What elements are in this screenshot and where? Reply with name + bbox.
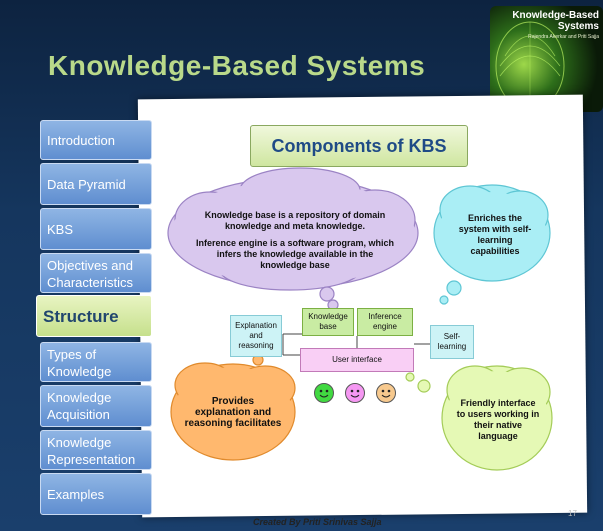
thumbnail-subtitle: Rajendra Akerkar and Priti Sajja <box>528 34 599 40</box>
nav-tab-label: Objectives and Characteristics <box>47 258 133 290</box>
connector-lines <box>282 333 430 356</box>
green-smiley-icon <box>314 383 334 403</box>
nav-tab-label: KBS <box>47 221 74 237</box>
nav-tab-objectives[interactable]: Objectives and Characteristics <box>40 253 152 293</box>
nav-tab-label: Examples <box>47 486 105 502</box>
nav-tab-data-pyramid[interactable]: Data Pyramid <box>40 163 152 205</box>
knowledge-base-label: Knowledge base <box>308 312 348 331</box>
user-interface-label: User interface <box>332 355 382 364</box>
self-learning-cloud: Enriches the system with self-learning c… <box>455 205 535 265</box>
orange-smiley-icon <box>376 383 396 403</box>
interface-description: Friendly interface to users working in t… <box>456 398 540 441</box>
nav-tab-label: Structure <box>43 306 119 326</box>
explanation-box: Explanation and reasoning <box>230 315 282 357</box>
nav-tab-examples[interactable]: Examples <box>40 473 152 515</box>
inference-engine-label: Inference engine <box>368 312 402 331</box>
knowledge-base-description: Knowledge base is a repository of domain… <box>204 209 386 231</box>
user-interface-box: User interface <box>300 348 414 372</box>
nav-tab-structure[interactable]: Structure <box>36 295 152 337</box>
components-title: Components of KBS <box>250 125 468 167</box>
footer-credit: Created By Priti Srinivas Sajja <box>253 517 382 527</box>
pink-smiley-icon <box>345 383 365 403</box>
nav-tab-label: Introduction <box>47 132 115 148</box>
nav-tab-kbs[interactable]: KBS <box>40 208 152 250</box>
nav-tab-knowledge-representation[interactable]: Knowledge Representation <box>40 430 152 470</box>
nav-tab-introduction[interactable]: Introduction <box>40 120 152 160</box>
inference-engine-box: Inference engine <box>357 308 413 336</box>
nav-tab-label: Knowledge Representation <box>47 435 136 467</box>
nav-tab-knowledge-acquisition[interactable]: Knowledge Acquisition <box>40 385 152 427</box>
nav-tab-types-of-knowledge[interactable]: Types of Knowledge <box>40 342 152 382</box>
components-title-text: Components of KBS <box>271 135 447 156</box>
explanation-description: Provides explanation and reasoning facil… <box>184 395 282 429</box>
knowledge-inference-cloud: Knowledge base is a repository of domain… <box>195 195 395 285</box>
smiley-features-icon <box>319 389 391 398</box>
nav-tab-label: Types of Knowledge <box>47 347 112 379</box>
self-learning-description: Enriches the system with self-learning c… <box>458 213 532 256</box>
nav-tab-label: Data Pyramid <box>47 176 126 192</box>
thumbnail-title: Knowledge-Based Systems <box>512 10 599 32</box>
explanation-box-label: Explanation and reasoning <box>235 321 277 350</box>
explanation-cloud: Provides explanation and reasoning facil… <box>183 382 283 442</box>
self-learning-box: Self-learning <box>430 325 474 359</box>
self-learning-label: Self-learning <box>437 332 467 351</box>
nav-tab-label: Knowledge Acquisition <box>47 390 112 422</box>
interface-cloud: Friendly interface to users working in t… <box>455 385 541 455</box>
knowledge-base-box: Knowledge base <box>302 308 354 336</box>
inference-engine-description: Inference engine is a software program, … <box>195 237 395 270</box>
slide-title: Knowledge-Based Systems <box>48 50 426 81</box>
page-number: 17 <box>568 509 577 518</box>
